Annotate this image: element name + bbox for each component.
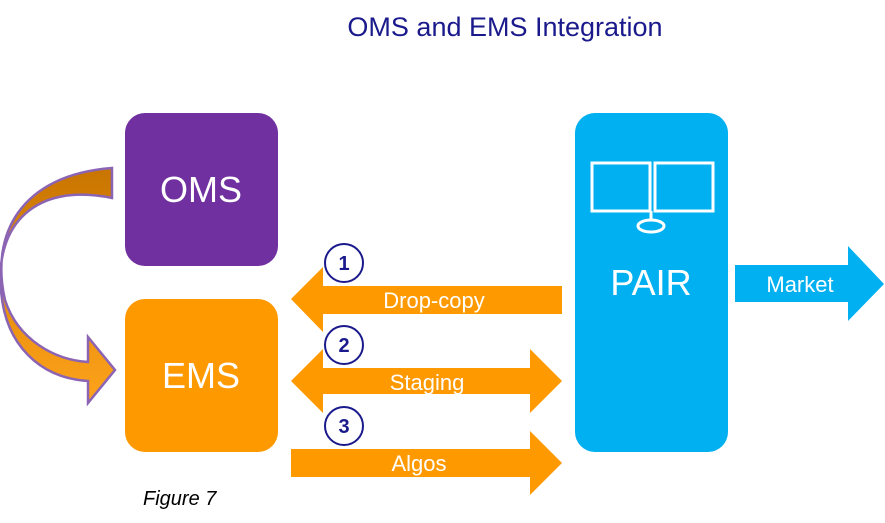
drop-copy-arrow: Drop-copy (291, 267, 562, 332)
ems-label: EMS (162, 355, 240, 396)
dual-monitor-icon (590, 161, 715, 234)
algos-label: Algos (391, 451, 446, 476)
pair-label: PAIR (610, 262, 691, 303)
flow-number-1: 1 (324, 243, 364, 283)
drop-copy-label: Drop-copy (383, 288, 484, 313)
market-arrow: Market (735, 246, 884, 321)
flow-number-2-text: 2 (338, 335, 349, 357)
flow-number-1-text: 1 (338, 253, 349, 275)
figure-caption: Figure 7 (143, 488, 217, 510)
ems-box: EMS (125, 299, 278, 452)
market-label: Market (766, 272, 833, 297)
flow-number-2: 2 (324, 325, 364, 365)
staging-label: Staging (390, 370, 465, 395)
algos-arrow: Algos (291, 431, 562, 495)
oms-box: OMS (125, 113, 278, 266)
oms-to-ems-curved-arrow (0, 166, 117, 407)
flow-number-3-text: 3 (338, 416, 349, 438)
diagram-title: OMS and EMS Integration (347, 12, 663, 42)
pair-box: PAIR (575, 113, 728, 452)
flow-number-3: 3 (324, 406, 364, 446)
oms-label: OMS (160, 169, 242, 210)
staging-arrow: Staging (291, 349, 562, 413)
